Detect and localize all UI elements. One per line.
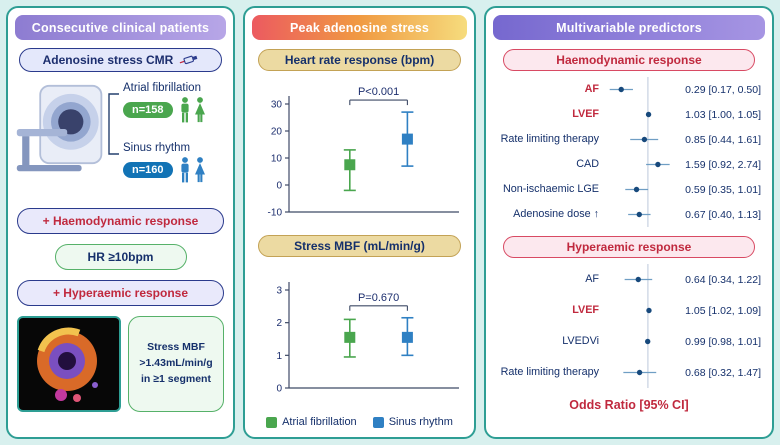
forest-row: LVEF 1.03 [1.00, 1.05] — [495, 102, 763, 127]
odds-ratio-value: 0.59 [0.35, 1.01] — [685, 183, 761, 196]
sr-group-label: Sinus rhythm — [123, 142, 191, 154]
predictor-label: Rate limiting therapy — [500, 133, 599, 146]
legend-item-af: Atrial fibrillation — [266, 416, 357, 428]
predictor-label: LVEF — [572, 304, 599, 317]
cohort-diagram: Atrial fibrillation n=158 — [15, 80, 226, 198]
forest-row: AF 0.64 [0.34, 1.22] — [495, 264, 763, 295]
sr-patient-icons — [179, 157, 207, 183]
haemodynamic-forest-plot: AF 0.29 [0.17, 0.50] LVEF 1.03 [1.00, 1.05]… — [493, 77, 765, 227]
sr-legend-swatch — [372, 416, 384, 428]
hyperaemic-section-title: Hyperaemic response — [503, 236, 755, 258]
forest-ci-marker — [607, 102, 673, 127]
svg-text:1: 1 — [276, 351, 282, 362]
odds-ratio-value: 1.05 [1.02, 1.09] — [685, 304, 761, 317]
odds-ratio-value: 0.85 [0.44, 1.61] — [685, 133, 761, 146]
predictor-label: LVEF — [572, 108, 599, 121]
forest-row: AF 0.29 [0.17, 0.50] — [495, 77, 763, 102]
chart-legend: Atrial fibrillation Sinus rhythm — [252, 416, 467, 430]
forest-row: LVEF 1.05 [1.02, 1.09] — [495, 295, 763, 326]
predictor-label: CAD — [576, 158, 599, 171]
predictor-label: LVEDVi — [562, 335, 599, 348]
predictor-label: Adenosine dose ↑ — [513, 208, 599, 221]
forest-row: LVEDVi 0.99 [0.98, 1.01] — [495, 326, 763, 357]
mbf-criterion-row: Stress MBF >1.43mL/min/g in ≥1 segment — [17, 316, 224, 412]
hyperaemic-response-badge: + Hyperaemic response — [17, 280, 224, 306]
perfusion-map-image — [17, 316, 121, 412]
predictor-label: AF — [584, 83, 599, 96]
predictor-label: AF — [585, 273, 599, 286]
svg-text:10: 10 — [270, 154, 282, 165]
stress-mbf-chart: 3 2 1 0 P=0.670 — [276, 282, 459, 395]
sr-count-badge: n=160 — [123, 162, 173, 178]
middle-panel-header: Peak adenosine stress — [252, 15, 467, 40]
adenosine-stress-panel: Peak adenosine stress Heart rate respons… — [243, 6, 476, 439]
svg-text:0: 0 — [276, 384, 282, 395]
heart-rate-chart-title: Heart rate response (bpm) — [258, 49, 461, 71]
svg-text:-10: -10 — [267, 208, 282, 219]
female-patient-icon — [194, 157, 205, 183]
forest-row: CAD 1.59 [0.92, 2.74] — [495, 152, 763, 177]
forest-row: Rate limiting therapy 0.85 [0.44, 1.61] — [495, 127, 763, 152]
svg-text:20: 20 — [270, 127, 282, 138]
heart-rate-chart: 30 20 10 0 -10 P<0.001 — [267, 86, 459, 219]
stress-mbf-chart-title: Stress MBF (mL/min/g) — [258, 235, 461, 257]
haemodynamic-response-badge: + Haemodynamic response — [17, 208, 224, 234]
af-group-label: Atrial fibrillation — [123, 82, 201, 94]
forest-ci-marker — [607, 326, 673, 357]
hyperaemic-forest-plot: AF 0.64 [0.34, 1.22] LVEF 1.05 [1.02, 1.09]… — [493, 264, 765, 388]
forest-ci-marker — [607, 357, 673, 388]
mri-scanner-illustration — [16, 84, 103, 172]
haemodynamic-section-title: Haemodynamic response — [503, 49, 755, 71]
branch-bracket — [108, 93, 119, 155]
forest-ci-marker — [607, 77, 673, 102]
af-group-row: n=158 — [123, 97, 237, 123]
forest-ci-marker — [607, 295, 673, 326]
af-patient-icons — [179, 97, 207, 123]
odds-ratio-footer: Odds Ratio [95% CI] — [569, 398, 689, 412]
sr-legend-label: Sinus rhythm — [388, 416, 453, 428]
af-legend-swatch — [266, 416, 278, 428]
svg-text:P<0.001: P<0.001 — [357, 86, 398, 98]
hr-criterion-badge: HR ≥10bpm — [54, 244, 187, 270]
forest-ci-marker — [607, 202, 673, 227]
forest-ci-marker — [607, 152, 673, 177]
odds-ratio-value: 0.99 [0.98, 1.01] — [685, 335, 761, 348]
cmr-badge-label: Adenosine stress CMR — [42, 53, 174, 67]
af-count-badge: n=158 — [123, 102, 173, 118]
forest-ci-marker — [607, 177, 673, 202]
mbf-criterion-badge: Stress MBF >1.43mL/min/g in ≥1 segment — [128, 316, 224, 412]
patients-panel: Consecutive clinical patients Adenosine … — [6, 6, 235, 439]
odds-ratio-value: 0.67 [0.40, 1.13] — [685, 208, 761, 221]
svg-text:P=0.670: P=0.670 — [357, 292, 398, 304]
syringe-icon — [180, 55, 198, 65]
forest-ci-marker — [607, 127, 673, 152]
predictor-label: Non-ischaemic LGE — [502, 183, 599, 196]
svg-text:30: 30 — [270, 100, 282, 111]
forest-row: Adenosine dose ↑ 0.67 [0.40, 1.13] — [495, 202, 763, 227]
odds-ratio-value: 1.03 [1.00, 1.05] — [685, 108, 761, 121]
forest-row: Non-ischaemic LGE 0.59 [0.35, 1.01] — [495, 177, 763, 202]
forest-ci-marker — [607, 264, 673, 295]
af-group: Atrial fibrillation n=158 — [123, 82, 237, 123]
legend-item-sr: Sinus rhythm — [372, 416, 453, 428]
odds-ratio-value: 0.68 [0.32, 1.47] — [685, 366, 761, 379]
right-panel-header: Multivariable predictors — [493, 15, 765, 40]
sr-group-row: n=160 — [123, 157, 237, 183]
af-legend-label: Atrial fibrillation — [282, 416, 357, 428]
svg-text:2: 2 — [276, 318, 282, 329]
male-patient-icon — [180, 157, 189, 183]
predictor-label: Rate limiting therapy — [500, 366, 599, 379]
female-patient-icon — [194, 97, 205, 123]
sr-group: Sinus rhythm n=160 — [123, 142, 237, 183]
forest-row: Rate limiting therapy 0.68 [0.32, 1.47] — [495, 357, 763, 388]
svg-text:3: 3 — [276, 286, 282, 297]
svg-text:0: 0 — [276, 181, 282, 192]
odds-ratio-value: 0.64 [0.34, 1.22] — [685, 273, 761, 286]
predictors-panel: Multivariable predictors Haemodynamic re… — [484, 6, 774, 439]
male-patient-icon — [180, 97, 189, 123]
odds-ratio-value: 0.29 [0.17, 0.50] — [685, 83, 761, 96]
left-panel-header: Consecutive clinical patients — [15, 15, 226, 40]
odds-ratio-value: 1.59 [0.92, 2.74] — [685, 158, 761, 171]
cmr-badge: Adenosine stress CMR — [19, 48, 222, 72]
